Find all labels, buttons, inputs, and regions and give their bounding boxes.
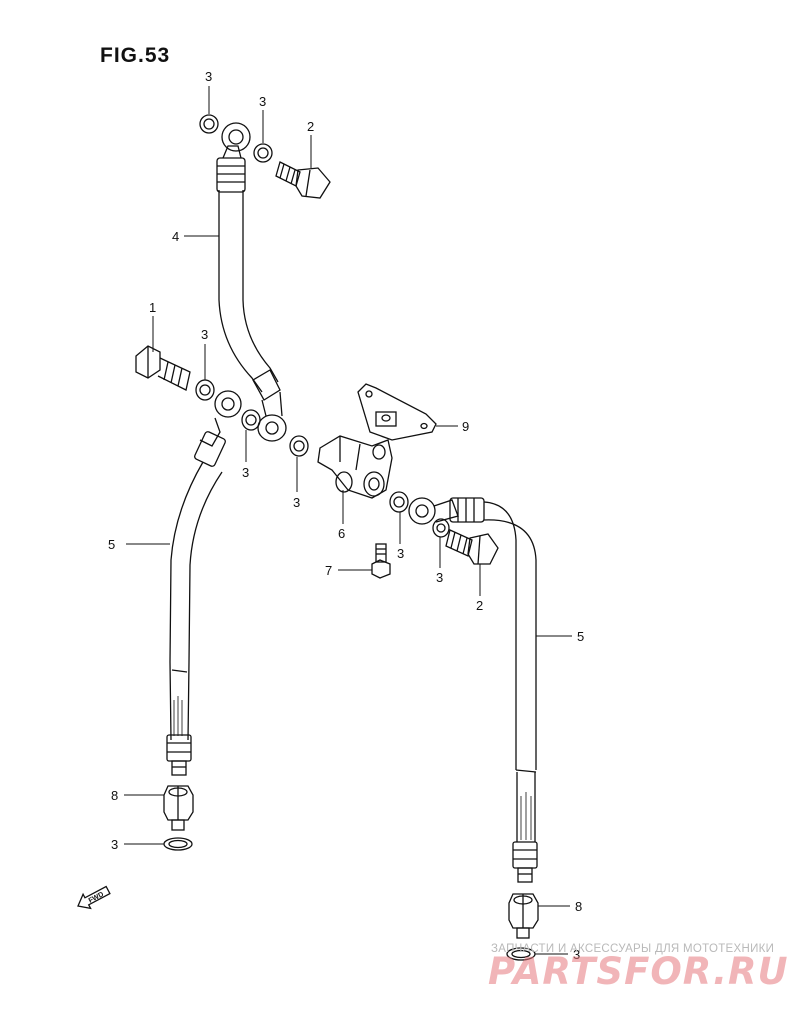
washer bbox=[253, 143, 273, 163]
washer bbox=[389, 491, 409, 513]
bracket bbox=[357, 383, 437, 441]
label-part-6: 6 bbox=[338, 526, 345, 541]
label-part-3: 3 bbox=[205, 69, 212, 84]
washer bbox=[241, 409, 261, 431]
label-part-9: 9 bbox=[462, 419, 469, 434]
washer bbox=[163, 837, 193, 851]
label-part-5: 5 bbox=[108, 537, 115, 552]
label-part-5: 5 bbox=[577, 629, 584, 644]
label-part-2: 2 bbox=[476, 598, 483, 613]
label-part-3: 3 bbox=[111, 837, 118, 852]
fitting-right bbox=[508, 893, 539, 939]
union-bolt-left bbox=[135, 345, 191, 391]
label-part-3: 3 bbox=[573, 947, 580, 962]
label-part-3: 3 bbox=[436, 570, 443, 585]
washer bbox=[195, 379, 215, 401]
label-part-8: 8 bbox=[575, 899, 582, 914]
washer bbox=[432, 518, 450, 538]
label-part-3: 3 bbox=[259, 94, 266, 109]
washer bbox=[289, 435, 309, 457]
union-bolt-right bbox=[445, 529, 499, 565]
three-way-joint bbox=[317, 435, 393, 499]
watermark-logo: PARTSFOR.RU bbox=[488, 950, 789, 993]
label-part-4: 4 bbox=[172, 229, 179, 244]
label-part-3: 3 bbox=[397, 546, 404, 561]
label-part-3: 3 bbox=[201, 327, 208, 342]
label-part-2: 2 bbox=[307, 119, 314, 134]
washer bbox=[199, 114, 219, 134]
brake-hose-right bbox=[408, 497, 538, 883]
figure-title: FIG.53 bbox=[100, 44, 171, 67]
union-bolt-upper bbox=[275, 161, 331, 199]
brake-hose-upper bbox=[216, 122, 287, 442]
watermark-tagline: ЗАПЧАСТИ И АКСЕССУАРЫ ДЛЯ МОТОТЕХНИКИ bbox=[491, 943, 775, 955]
forward-arrow-icon: FWD bbox=[77, 885, 111, 910]
label-part-1: 1 bbox=[149, 300, 156, 315]
fitting-left bbox=[163, 785, 194, 831]
label-part-3: 3 bbox=[293, 495, 300, 510]
mounting-bolt bbox=[371, 543, 391, 579]
brake-hose-left bbox=[166, 390, 242, 776]
label-part-7: 7 bbox=[325, 563, 332, 578]
leader-lines bbox=[124, 86, 572, 955]
part-labels: 3 3 2 4 1 3 3 3 9 6 3 3 5 7 2 5 8 3 8 3 bbox=[108, 69, 584, 962]
label-part-3: 3 bbox=[242, 465, 249, 480]
label-part-8: 8 bbox=[111, 788, 118, 803]
fwd-label: FWD bbox=[88, 891, 105, 905]
